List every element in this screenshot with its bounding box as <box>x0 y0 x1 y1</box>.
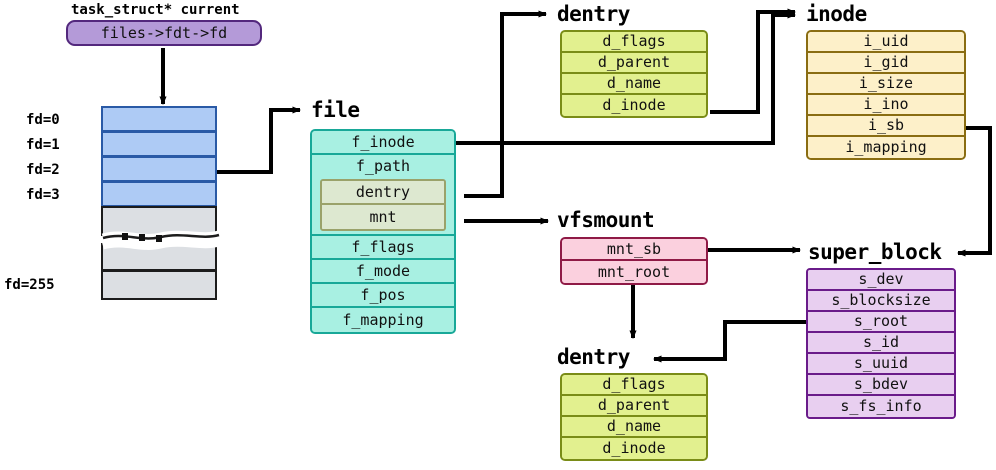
dentry-top-title: dentry <box>557 2 630 26</box>
files-fdt-fd-pill: files->fdt->fd <box>66 20 262 46</box>
file-field-f_mapping: f_mapping <box>312 308 454 332</box>
super-block-field-s_root: s_root <box>808 312 954 333</box>
super-block-field-s_uuid: s_uuid <box>808 354 954 375</box>
fd-label-0: fd=0 <box>26 112 60 128</box>
f_path-nested-box: dentry mnt <box>320 179 446 231</box>
fd-cell-1 <box>101 131 217 157</box>
fd-cell-255 <box>101 270 217 300</box>
fd-cell-3 <box>101 181 217 207</box>
edge-dinode-to-inode <box>710 8 797 114</box>
file-struct-box: f_inode f_path dentry mnt f_flags f_mode… <box>310 129 456 334</box>
vfsmount-field-mnt_root: mnt_root <box>562 261 706 283</box>
super-block-field-s_fs_info: s_fs_info <box>808 396 954 417</box>
fd-label-1: fd=1 <box>26 137 60 153</box>
inode-field-i_uid: i_uid <box>808 32 964 53</box>
super-block-field-s_dev: s_dev <box>808 270 954 291</box>
dentry-bottom-field-d_parent: d_parent <box>562 396 706 417</box>
edge-sroot-to-dentrybottom <box>652 320 806 363</box>
super-block-box: s_dev s_blocksize s_root s_id s_uuid s_b… <box>806 268 956 419</box>
dentry-bottom-field-d_inode: d_inode <box>562 438 706 459</box>
file-field-f_pos: f_pos <box>312 284 454 308</box>
dentry-bottom-field-d_flags: d_flags <box>562 375 706 396</box>
f_path-field-mnt: mnt <box>322 205 444 229</box>
dentry-bottom-box: d_flags d_parent d_name d_inode <box>560 373 708 461</box>
edge-dentry-to-dentrytop <box>464 10 548 198</box>
vfsmount-title: vfsmount <box>557 208 655 232</box>
dentry-top-box: d_flags d_parent d_name d_inode <box>560 30 708 118</box>
dentry-bottom-title: dentry <box>557 345 630 369</box>
inode-field-i_gid: i_gid <box>808 53 964 74</box>
fd-cell-0 <box>101 106 217 132</box>
super-block-field-s_id: s_id <box>808 333 954 354</box>
f_path-nested-group: dentry mnt <box>312 177 454 236</box>
fd-cell-2 <box>101 156 217 182</box>
file-field-f_path: f_path <box>312 155 454 177</box>
vfsmount-box: mnt_sb mnt_root <box>560 237 708 285</box>
file-struct-title: file <box>311 98 360 122</box>
fd-table-ellipsis <box>122 233 182 243</box>
file-field-f_flags: f_flags <box>312 236 454 260</box>
inode-title: inode <box>806 2 867 26</box>
fd-label-3: fd=3 <box>26 187 60 203</box>
edge-fd2-to-file <box>216 106 302 174</box>
inode-field-i_mapping: i_mapping <box>808 137 964 158</box>
vfsmount-field-mnt_sb: mnt_sb <box>562 239 706 261</box>
dentry-top-field-d_parent: d_parent <box>562 53 706 74</box>
super-block-field-s_bdev: s_bdev <box>808 375 954 396</box>
inode-box: i_uid i_gid i_size i_ino i_sb i_mapping <box>806 30 966 160</box>
inode-field-i_sb: i_sb <box>808 116 964 137</box>
f_path-field-dentry: dentry <box>322 181 444 205</box>
fd-label-2: fd=2 <box>26 162 60 178</box>
inode-field-i_ino: i_ino <box>808 95 964 116</box>
super-block-title: super_block <box>808 240 942 264</box>
fd-label-255: fd=255 <box>4 277 55 293</box>
inode-field-i_size: i_size <box>808 74 964 95</box>
dentry-top-field-d_flags: d_flags <box>562 32 706 53</box>
fd-cell-free-upper <box>101 206 217 236</box>
dentry-top-field-d_name: d_name <box>562 74 706 95</box>
dentry-bottom-field-d_name: d_name <box>562 417 706 438</box>
file-field-f_inode: f_inode <box>312 131 454 155</box>
dentry-top-field-d_inode: d_inode <box>562 95 706 116</box>
file-field-f_mode: f_mode <box>312 260 454 284</box>
task-struct-caption: task_struct* current <box>71 2 240 18</box>
super-block-field-s_blocksize: s_blocksize <box>808 291 954 312</box>
